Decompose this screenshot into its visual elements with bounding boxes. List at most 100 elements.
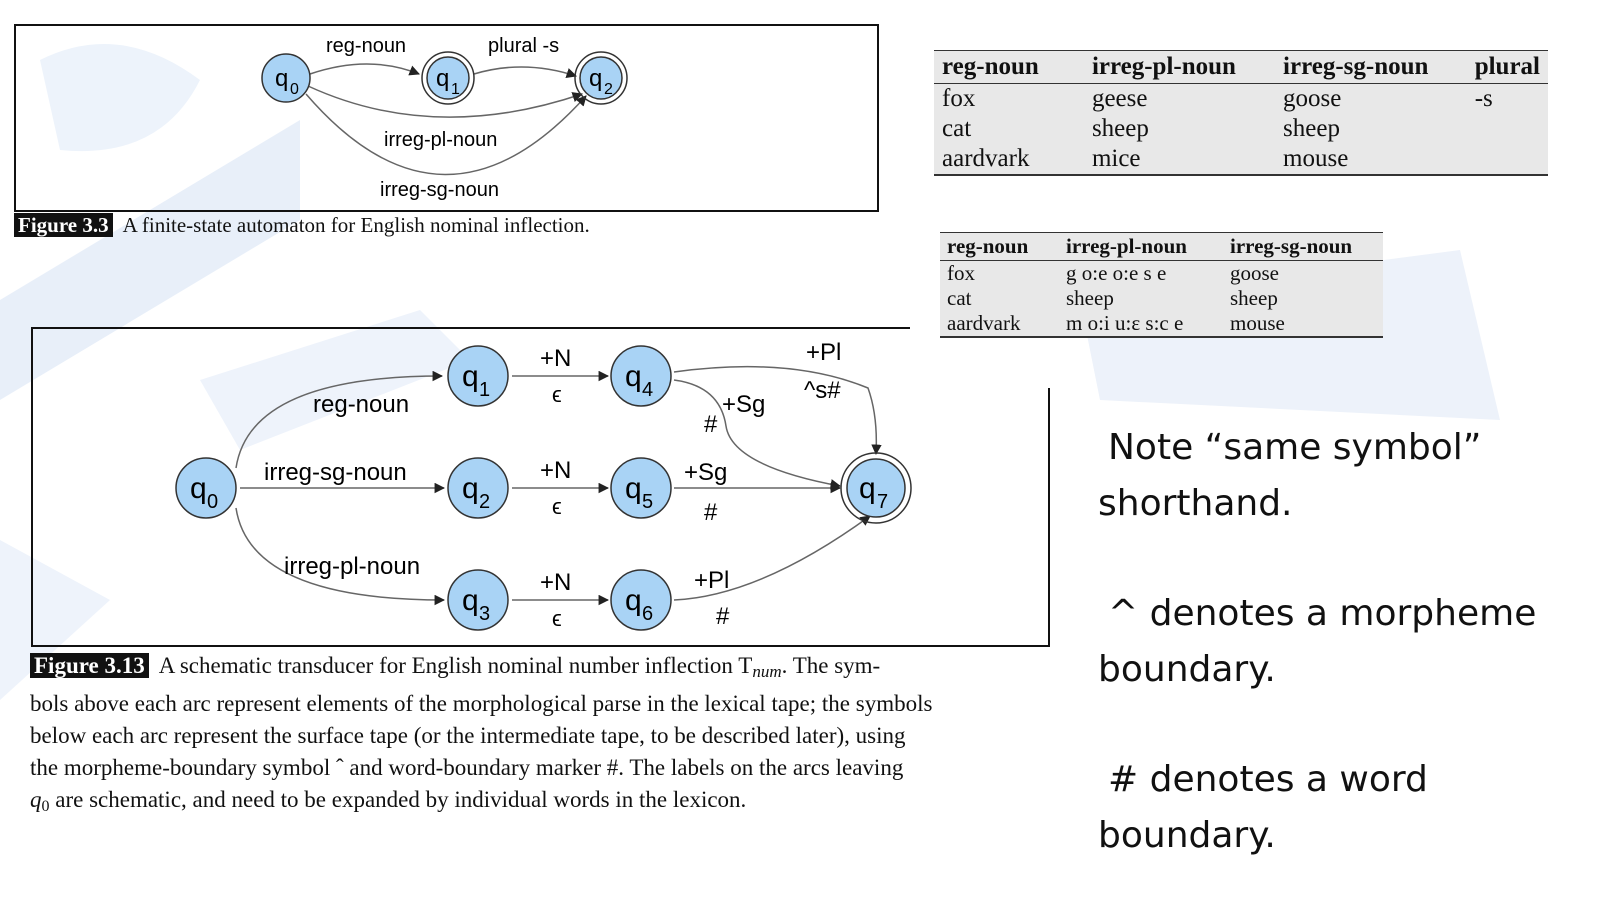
- figure-3-3-frame: [14, 24, 879, 212]
- note-text: boundary.: [1098, 815, 1276, 856]
- arc-label-sg-upper: +Sg: [722, 391, 765, 418]
- caption-text: are schematic, and need to be expanded b…: [49, 787, 747, 812]
- figure-3-3-diagram: q 0 q 1 q 2 reg-noun plural -s irreg-pl-…: [261, 35, 628, 201]
- table-header-row: reg-noun irreg-pl-noun irreg-sg-noun: [940, 233, 1383, 261]
- figure-3-3-label: Figure 3.3: [14, 213, 113, 237]
- table-cell: [1467, 144, 1548, 174]
- svg-text:0: 0: [290, 81, 299, 98]
- caption-text: . The sym-: [781, 653, 881, 678]
- svg-text:5: 5: [642, 491, 653, 513]
- figure-3-3-caption: Figure 3.3 A finite-state automaton for E…: [14, 213, 590, 238]
- table-cell: m o:i u:ε s:c e: [1066, 311, 1184, 335]
- lexicon-table-1: reg-noun irreg-pl-noun irreg-sg-noun plu…: [934, 50, 1548, 176]
- caption-line: below each arc represent the surface tap…: [30, 723, 906, 748]
- svg-text:0: 0: [207, 491, 218, 513]
- table-row: fox g o:e o:e s e goose: [940, 261, 1383, 287]
- svg-text:2: 2: [604, 81, 613, 98]
- arc-label-n-upper: +N: [540, 345, 571, 372]
- caption-line: the morpheme-boundary symbol ˆ and word-…: [30, 755, 904, 780]
- svg-text:7: 7: [877, 491, 888, 513]
- svg-text:1: 1: [451, 81, 460, 98]
- table-header: irreg-pl-noun: [1059, 233, 1223, 261]
- arc-label-epsilon: ϵ: [552, 494, 562, 519]
- table-cell: goose: [1283, 85, 1342, 112]
- table-cell: cat: [947, 286, 972, 310]
- table-cell: mouse: [1283, 145, 1349, 172]
- svg-text:2: 2: [479, 491, 490, 513]
- table-cell: sheep: [1230, 286, 1278, 310]
- table-row: cat sheep sheep: [934, 114, 1548, 144]
- note-text: ^ denotes a morpheme: [1108, 593, 1537, 634]
- table-row: fox geese goose -s: [934, 84, 1548, 115]
- table-header: irreg-pl-noun: [1083, 51, 1276, 84]
- arc-label-pl-upper: +Pl: [806, 339, 841, 366]
- figure-3-13-diagram: q 0 q 1 q 2 q 3 q 4 q 5 q 6 q 7 reg-noun…: [31, 327, 1050, 647]
- fst-state-q0: q 0: [175, 457, 237, 519]
- svg-text:q: q: [625, 360, 642, 393]
- caption-subscript: num: [752, 662, 782, 681]
- arc-label-epsilon: ϵ: [552, 382, 562, 407]
- svg-text:q: q: [462, 584, 479, 617]
- table-cell: sheep: [1066, 286, 1114, 310]
- table-cell: -s: [1474, 85, 1493, 112]
- svg-text:q: q: [462, 472, 479, 505]
- caption-italic: q: [30, 787, 42, 812]
- table-cell: goose: [1230, 261, 1279, 285]
- note-morpheme-boundary: ^ denotes a morpheme boundary.: [1098, 586, 1536, 698]
- svg-text:q: q: [625, 472, 642, 505]
- arc-label-irreg-sg-noun: irreg-sg-noun: [264, 459, 407, 486]
- svg-text:q: q: [190, 472, 207, 505]
- table-header-row: reg-noun irreg-pl-noun irreg-sg-noun plu…: [934, 51, 1548, 84]
- fst-state-q2: q 2: [447, 457, 509, 519]
- table-cell: aardvark: [942, 145, 1030, 172]
- svg-text:q: q: [275, 65, 288, 92]
- table-row: aardvark mice mouse: [934, 144, 1548, 174]
- figure-3-13-caption: Figure 3.13 A schematic transducer for En…: [30, 650, 1052, 823]
- caption-subscript: 0: [41, 798, 50, 815]
- fst-state-q1: q 1: [447, 345, 509, 407]
- figure-3-13-label: Figure 3.13: [30, 653, 149, 678]
- table-cell: g o:e o:e s e: [1066, 261, 1167, 285]
- svg-text:q: q: [462, 360, 479, 393]
- arc-label-pl-lower: #: [716, 603, 730, 630]
- fst-state-q7: q 7: [840, 452, 912, 524]
- arc-label-irreg-sg-noun: irreg-sg-noun: [380, 179, 499, 201]
- figure-3-3-caption-text: A finite-state automaton for English nom…: [122, 213, 590, 237]
- table-cell: fox: [942, 85, 976, 112]
- arc-label-pl-upper: +Pl: [694, 567, 729, 594]
- arc-label-sg-lower: #: [704, 411, 718, 438]
- arc-label-irreg-pl-noun: irreg-pl-noun: [284, 553, 420, 580]
- arc-label-sg-upper: +Sg: [684, 459, 727, 486]
- note-text: Note “same symbol”: [1108, 427, 1482, 468]
- svg-text:q: q: [589, 65, 602, 92]
- table-cell: aardvark: [947, 311, 1021, 335]
- arc-label-irreg-pl-noun: irreg-pl-noun: [384, 129, 497, 151]
- fst-state-q3: q 3: [447, 569, 509, 631]
- table-cell: cat: [942, 115, 972, 142]
- svg-text:q: q: [436, 65, 449, 92]
- arc-label-reg-noun: reg-noun: [326, 35, 406, 57]
- table-cell: mice: [1091, 145, 1141, 172]
- note-text: shorthand.: [1098, 483, 1293, 524]
- fst-state-q5: q 5: [610, 457, 672, 519]
- note-word-boundary: # denotes a word boundary.: [1098, 752, 1428, 864]
- lexicon-table-2: reg-noun irreg-pl-noun irreg-sg-noun fox…: [940, 232, 1383, 338]
- arc-label-n-upper: +N: [540, 457, 571, 484]
- svg-text:3: 3: [479, 603, 490, 625]
- table-header: reg-noun: [940, 233, 1059, 261]
- table-header: plural: [1466, 51, 1548, 84]
- svg-text:4: 4: [642, 379, 653, 401]
- table-row: cat sheep sheep: [940, 286, 1383, 311]
- fst-state-q6: q 6: [610, 569, 672, 631]
- table-cell: geese: [1091, 85, 1148, 112]
- fsa-state-q2: q 2: [574, 51, 628, 105]
- caption-text: A schematic transducer for English nomin…: [158, 653, 753, 678]
- table-cell: [1467, 114, 1548, 144]
- arc-label-sg-lower: #: [704, 499, 718, 526]
- table-row: aardvark m o:i u:ε s:c e mouse: [940, 311, 1383, 336]
- caption-line: bols above each arc represent elements o…: [30, 691, 933, 716]
- note-text: boundary.: [1098, 649, 1276, 690]
- arc-label-reg-noun: reg-noun: [313, 391, 409, 418]
- svg-text:1: 1: [479, 379, 490, 401]
- arc-label-plural: plural -s: [488, 35, 559, 57]
